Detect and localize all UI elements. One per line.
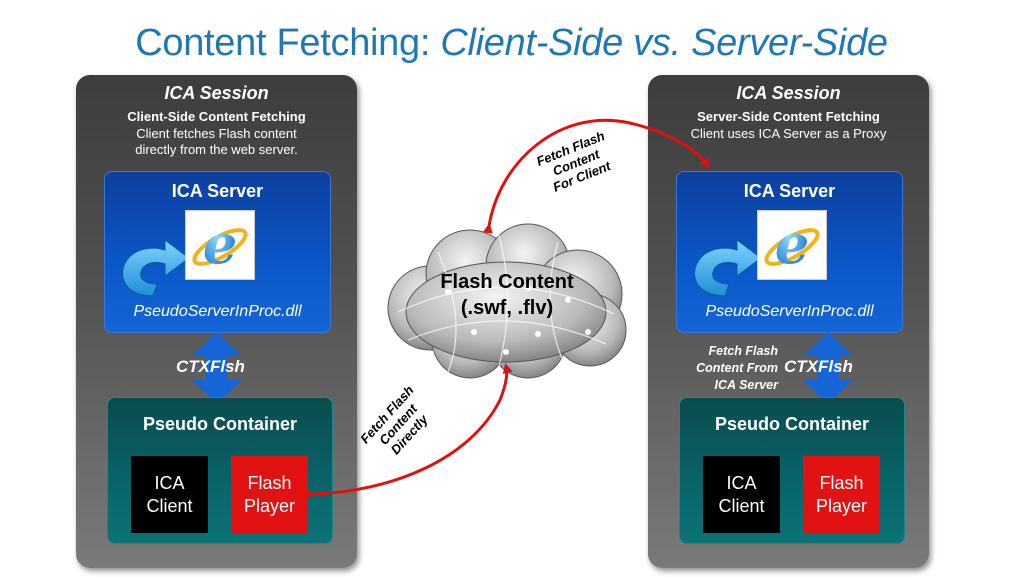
right-pseudo-container: Pseudo Container ICA Client Flash Player	[679, 397, 905, 544]
title-emphasis: Client-Side vs. Server-Side	[440, 22, 888, 64]
right-note-line3: ICA Server	[714, 378, 778, 392]
left-client-line2: Client	[146, 495, 193, 516]
title-prefix: Content Fetching:	[135, 22, 441, 64]
right-player-line1: Flash	[819, 472, 864, 493]
right-note-line2: Content From	[696, 361, 778, 375]
left-server-dll: PseudoServerInProc.dll	[133, 303, 302, 320]
left-session-subtitle: Client-Side Content Fetching	[127, 109, 306, 124]
left-desc-line1: Client fetches Flash content	[136, 126, 297, 141]
right-ica-server: ICA Server e PseudoServerInProc.dll	[676, 171, 903, 333]
left-client-line1: ICA	[154, 472, 185, 493]
left-desc-line2: directly from the web server.	[135, 142, 298, 157]
right-client-line1: ICA	[726, 472, 757, 493]
right-session-description: Client uses ICA Server as a Proxy	[648, 126, 929, 142]
right-client-line2: Client	[718, 495, 765, 516]
right-server-dll: PseudoServerInProc.dll	[705, 303, 874, 320]
right-flash-player-box: Flash Player	[803, 456, 880, 533]
svg-text:e: e	[203, 212, 237, 276]
svg-text:e: e	[775, 212, 809, 276]
curved-arrow-icon	[694, 239, 762, 297]
right-server-title: ICA Server	[743, 181, 836, 201]
left-player-line2: Player	[243, 495, 296, 516]
right-desc-line1: Client uses ICA Server as a Proxy	[690, 126, 887, 141]
right-ica-session: ICA Session Server-Side Content Fetching…	[648, 75, 929, 568]
cloud-subtitle: (.swf, .flv)	[460, 297, 554, 319]
left-container-title: Pseudo Container	[142, 414, 298, 434]
left-pseudo-container: Pseudo Container ICA Client Flash Player	[107, 397, 333, 544]
internet-explorer-icon: e	[185, 210, 255, 280]
right-player-line2: Player	[815, 495, 868, 516]
right-channel-label: CTXFlsh	[784, 357, 853, 376]
left-server-title: ICA Server	[171, 181, 264, 201]
flash-content-cloud	[387, 223, 627, 379]
bottom-arrow-label: Fetch Flash Content Directly	[357, 383, 439, 467]
left-session-description: Client fetches Flash content directly fr…	[76, 126, 357, 158]
left-ica-session: ICA Session Client-Side Content Fetching…	[76, 75, 357, 568]
right-container-title: Pseudo Container	[714, 414, 870, 434]
left-session-title: ICA Session	[164, 83, 269, 103]
cloud-title: Flash Content	[440, 271, 574, 293]
left-channel-label: CTXFlsh	[176, 357, 245, 376]
right-ica-client-box: ICA Client	[703, 456, 780, 533]
right-session-subtitle: Server-Side Content Fetching	[697, 109, 880, 124]
right-proxy-note: Fetch Flash Content From ICA Server	[676, 343, 778, 394]
top-arrow-label: Fetch Flash Content For Client	[534, 128, 618, 197]
curved-arrow-icon	[122, 239, 190, 297]
right-vertical-double-arrow	[803, 332, 853, 404]
right-session-title: ICA Session	[736, 83, 841, 103]
right-note-line1: Fetch Flash	[708, 344, 778, 358]
page-title: Content Fetching: Client-Side vs. Server…	[0, 22, 1023, 65]
internet-explorer-icon: e	[757, 210, 827, 280]
left-flash-player-box: Flash Player	[231, 456, 308, 533]
left-player-line1: Flash	[247, 472, 292, 493]
left-ica-server: ICA Server e PseudoServerInProc.dll	[104, 171, 331, 333]
left-ica-client-box: ICA Client	[131, 456, 208, 533]
left-vertical-double-arrow	[192, 332, 242, 404]
